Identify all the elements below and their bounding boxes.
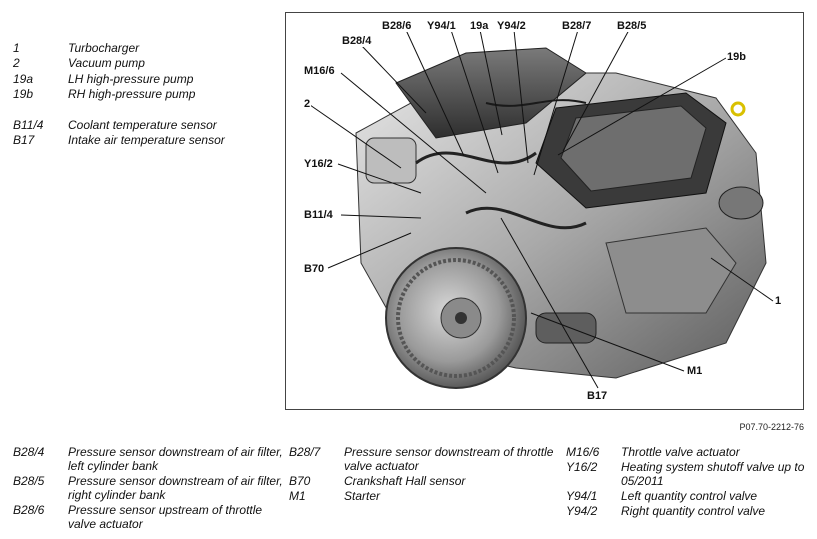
starter-shape: [535, 312, 597, 344]
callout-b17: B17: [586, 390, 609, 402]
legend-code: B70: [289, 474, 311, 488]
legend-desc: Coolant temperature sensor: [68, 118, 217, 132]
callout-m1: M1: [686, 365, 704, 377]
legend-desc: Crankshaft Hall sensor: [344, 474, 466, 488]
dipstick-ring-shape: [730, 101, 746, 117]
legend-desc: Pressure sensor upstream of throttle val…: [68, 503, 263, 531]
legend-code: B11/4: [13, 118, 44, 132]
callout-m16-6: M16/6: [303, 65, 336, 77]
callout-b28-5: B28/5: [616, 20, 648, 32]
leader-lines: [309, 29, 774, 389]
legend-code: B17: [13, 133, 35, 147]
callout-b70: B70: [303, 263, 326, 275]
legend-code: M1: [289, 489, 306, 503]
turbo-housing-shape: [718, 186, 764, 220]
callout-y94-2: Y94/2: [496, 20, 527, 32]
engine-figure: B28/6 Y94/1 19a Y94/2 B28/7 B28/5 B28/4 …: [285, 12, 804, 410]
legend-desc: Throttle valve actuator: [621, 445, 740, 459]
legend-desc: Turbocharger: [68, 41, 140, 55]
callout-1: 1: [774, 295, 783, 307]
legend-desc: LH high-pressure pump: [68, 72, 194, 86]
wire-shape: [485, 99, 587, 107]
legend-code: M16/6: [566, 445, 600, 459]
intake-manifold-shape: [395, 47, 587, 139]
turbocharger-shape: [605, 227, 737, 314]
hose-shape: [415, 151, 537, 165]
flywheel-center-shape: [455, 312, 467, 324]
cover-highlight-shape: [560, 105, 707, 192]
callout-2: 2: [303, 98, 312, 110]
legend-code: B28/4: [13, 445, 45, 459]
callout-b28-6: B28/6: [381, 20, 413, 32]
callout-b11-4: B11/4: [303, 209, 334, 221]
legend-desc: Heating system shutoff valve up to 05/20…: [621, 460, 805, 488]
legend-code: Y94/1: [566, 489, 598, 503]
callout-y16-2: Y16/2: [303, 158, 334, 170]
callout-b28-4: B28/4: [341, 35, 373, 47]
legend-desc: Left quantity control valve: [621, 489, 758, 503]
hose-shape: [465, 206, 587, 230]
legend-desc: Starter: [344, 489, 381, 503]
legend-code: 19b: [13, 87, 34, 101]
legend-desc: Pressure sensor downstream of air filter…: [68, 445, 283, 473]
legend-code: Y94/2: [566, 504, 598, 518]
legend-desc: Right quantity control valve: [621, 504, 766, 518]
legend-code: 2: [13, 56, 20, 70]
legend-desc: Pressure sensor downstream of air filter…: [68, 474, 283, 502]
flywheel-teeth-shape: [396, 258, 516, 378]
legend-code: Y16/2: [566, 460, 598, 474]
legend-desc: RH high-pressure pump: [68, 87, 196, 101]
legend-desc: Pressure sensor downstream of throttle v…: [344, 445, 554, 473]
legend-code: B28/7: [289, 445, 321, 459]
legend-code: 19a: [13, 72, 34, 86]
legend-desc: Intake air temperature sensor: [68, 133, 225, 147]
callout-19b: 19b: [726, 51, 747, 63]
legend-desc: Vacuum pump: [68, 56, 145, 70]
figure-code: P07.70-2212-76: [739, 422, 804, 432]
callout-19a: 19a: [469, 20, 490, 32]
callout-y94-1: Y94/1: [426, 20, 457, 32]
engine-illustration: [309, 29, 774, 389]
legend-code: B28/6: [13, 503, 45, 517]
callout-b28-7: B28/7: [561, 20, 593, 32]
legend-code: B28/5: [13, 474, 45, 488]
legend-code: 1: [13, 41, 20, 55]
